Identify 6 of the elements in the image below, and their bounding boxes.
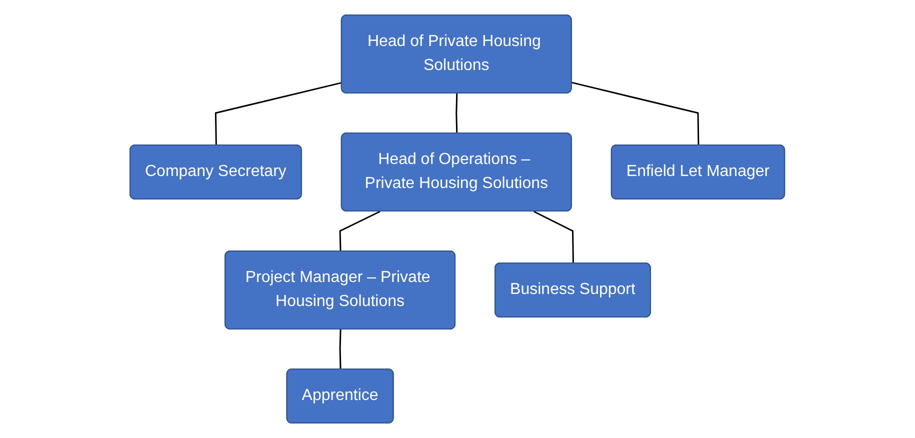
connector [339, 210, 381, 252]
connector [340, 329, 342, 370]
connector [572, 82, 700, 146]
connector [456, 93, 458, 134]
connector [534, 210, 574, 264]
connector [215, 82, 342, 146]
